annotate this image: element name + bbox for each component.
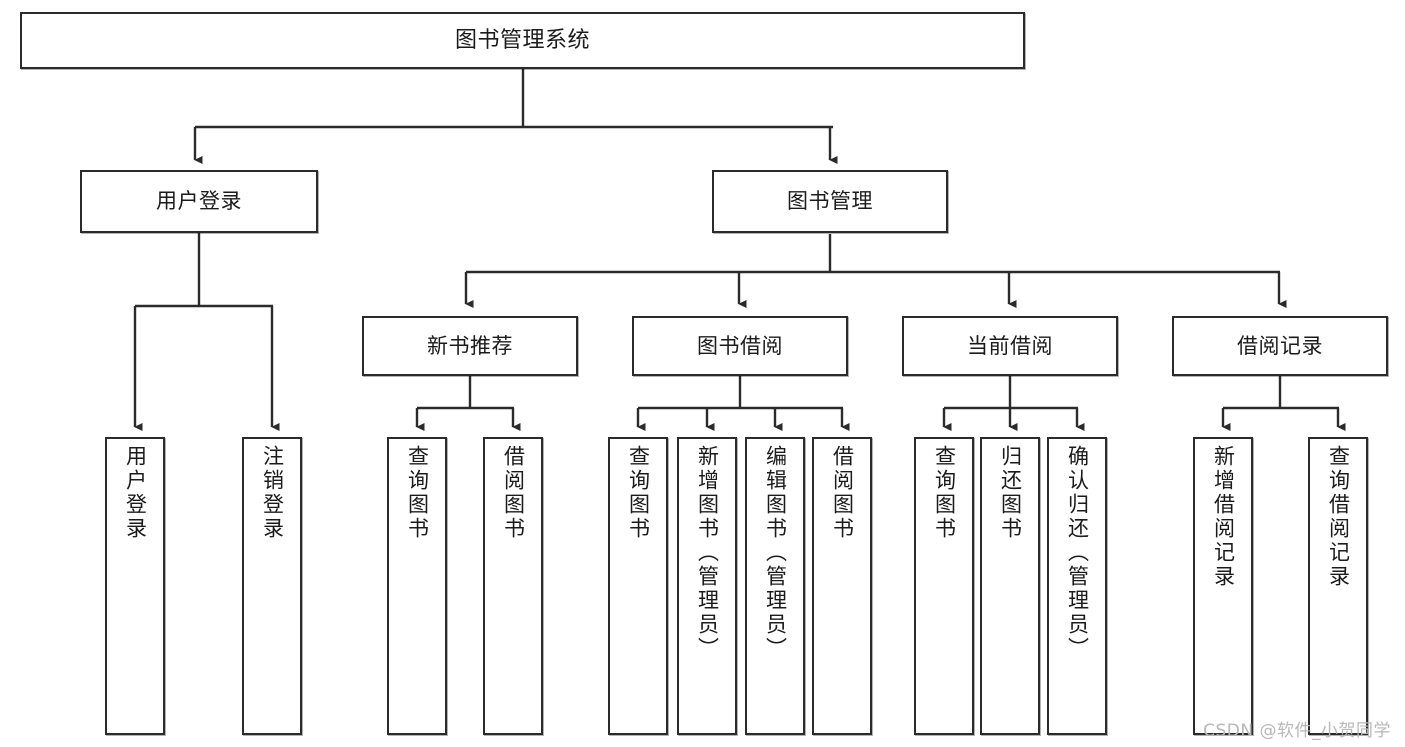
node-leaf-edit-book-label: 编辑图书（管理员） [763,445,788,661]
node-current-borrow[interactable]: 当前借阅 [902,316,1118,376]
node-borrow-record[interactable]: 借阅记录 [1172,316,1388,376]
node-leaf-query-record[interactable]: 查询借阅记录 [1308,437,1368,735]
node-new-book-recommend[interactable]: 新书推荐 [362,316,578,376]
node-leaf-add-book[interactable]: 新增图书（管理员） [677,437,737,735]
node-book-borrow[interactable]: 图书借阅 [632,316,848,376]
node-root-book-management-system[interactable]: 图书管理系统 [20,12,1025,69]
node-borrow-record-label: 借阅记录 [1237,333,1323,358]
node-new-book-recommend-label: 新书推荐 [427,333,513,358]
node-leaf-add-record-label: 新增借阅记录 [1211,445,1236,589]
node-leaf-return-book[interactable]: 归还图书 [980,437,1040,735]
node-leaf-borrow-book-2-label: 借阅图书 [830,445,855,541]
node-leaf-query-book-2[interactable]: 查询图书 [608,437,668,735]
node-leaf-query-book-3[interactable]: 查询图书 [914,437,974,735]
node-leaf-borrow-book-2[interactable]: 借阅图书 [812,437,872,735]
node-book-manage[interactable]: 图书管理 [712,170,948,233]
node-leaf-query-book-1[interactable]: 查询图书 [387,437,447,735]
node-leaf-user-login-label: 用户登录 [123,445,148,541]
node-book-borrow-label: 图书借阅 [697,333,783,358]
node-leaf-add-record[interactable]: 新增借阅记录 [1193,437,1253,735]
csdn-watermark: CSDN @软件_小贺同学 [1203,721,1391,741]
node-user-login-label: 用户登录 [156,189,242,214]
node-user-login[interactable]: 用户登录 [80,170,318,233]
node-leaf-query-book-2-label: 查询图书 [626,445,651,541]
node-leaf-confirm-return-label: 确认归还（管理员） [1065,445,1090,661]
node-leaf-borrow-book-1[interactable]: 借阅图书 [483,437,543,735]
node-leaf-query-book-3-label: 查询图书 [932,445,957,541]
node-leaf-logout-login[interactable]: 注销登录 [242,437,302,735]
node-current-borrow-label: 当前借阅 [967,333,1053,358]
node-leaf-borrow-book-1-label: 借阅图书 [501,445,526,541]
node-leaf-return-book-label: 归还图书 [998,445,1023,541]
node-book-manage-label: 图书管理 [787,189,873,214]
node-leaf-edit-book[interactable]: 编辑图书（管理员） [745,437,805,735]
node-leaf-query-record-label: 查询借阅记录 [1326,445,1351,589]
node-leaf-add-book-label: 新增图书（管理员） [695,445,720,661]
node-leaf-user-login[interactable]: 用户登录 [105,437,165,735]
node-leaf-confirm-return[interactable]: 确认归还（管理员） [1047,437,1107,735]
node-leaf-logout-login-label: 注销登录 [260,445,285,541]
node-leaf-query-book-1-label: 查询图书 [405,445,430,541]
node-root-label: 图书管理系统 [454,27,590,53]
